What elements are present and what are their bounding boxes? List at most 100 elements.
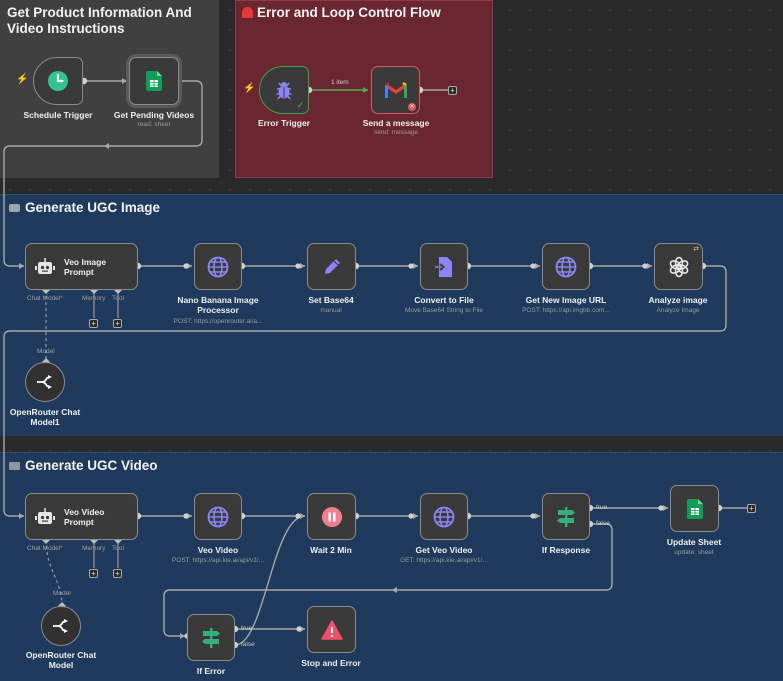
node-openrouter-model[interactable] (41, 606, 81, 646)
node-get-veo-video[interactable] (420, 493, 468, 540)
node-get-pending-videos[interactable] (129, 57, 179, 105)
branch-false-label: false (241, 641, 255, 648)
node-convert-to-file[interactable] (420, 243, 468, 290)
node-veo-video-sub: POST: https://api.kie.ai/api/v1/... (171, 557, 265, 564)
warning-icon (318, 616, 346, 644)
node-nano-banana-sub: POST: https://openrouter.ai/a... (173, 318, 263, 325)
port-model: Model (53, 590, 71, 597)
robot-icon (35, 508, 55, 531)
bug-icon (270, 76, 298, 104)
node-schedule-trigger[interactable] (33, 57, 83, 105)
openrouter-icon (47, 612, 75, 640)
node-analyze-image-label: Analyze image (648, 295, 708, 305)
node-send-message[interactable]: ✕ (371, 66, 420, 114)
add-node-button[interactable]: + (747, 504, 756, 513)
camera-emoji-icon (9, 204, 20, 212)
globe-icon (430, 503, 458, 531)
node-get-image-url-sub: POST: https://api.imgbb.com... (522, 307, 610, 314)
branch-true-label: true (241, 625, 253, 632)
openrouter-icon (31, 368, 59, 396)
node-nano-banana[interactable] (194, 243, 242, 290)
globe-icon (204, 503, 232, 531)
branch-false-label: false (596, 520, 610, 527)
node-get-pending-videos-label: Get Pending Videos (113, 110, 195, 120)
add-memory-button[interactable]: + (89, 569, 98, 578)
node-set-base64-sub: manual (320, 307, 342, 314)
node-veo-video-prompt-label: Veo Video Prompt (64, 507, 105, 527)
node-veo-image-prompt[interactable]: Veo Image Prompt (25, 243, 138, 290)
trigger-bolt-icon: ⚡ (243, 83, 256, 94)
add-tool-button[interactable]: + (113, 569, 122, 578)
gmail-icon (382, 76, 410, 104)
port-memory: Memory (82, 295, 106, 302)
node-send-message-sub: send: message (373, 129, 419, 136)
error-x-icon: ✕ (408, 103, 416, 111)
globe-icon (204, 253, 232, 281)
port-model: Model (37, 348, 55, 355)
node-stop-and-error-label: Stop and Error (301, 658, 361, 668)
pencil-icon (318, 253, 346, 281)
node-wait[interactable] (307, 493, 356, 540)
google-sheets-icon (140, 67, 168, 95)
node-analyze-image[interactable]: ⇄ (654, 243, 703, 290)
add-node-button[interactable]: + (448, 86, 457, 95)
node-convert-to-file-sub: Move Base64 String to File (404, 307, 484, 314)
node-veo-video-label: Veo Video (197, 545, 239, 555)
node-openrouter-model1-label: OpenRouter Chat Model1 (9, 407, 81, 427)
node-update-sheet-label: Update Sheet (666, 537, 722, 547)
film-emoji-icon (9, 462, 20, 470)
node-if-response[interactable] (542, 493, 590, 540)
siren-emoji-icon (242, 7, 253, 18)
trigger-bolt-icon: ⚡ (16, 74, 29, 85)
node-openrouter-model-label: OpenRouter Chat Model (25, 650, 97, 670)
node-nano-banana-label: Nano Banana Image Processor (177, 295, 259, 315)
node-get-image-url[interactable] (542, 243, 590, 290)
node-if-error[interactable] (187, 614, 235, 661)
port-memory: Memory (82, 545, 106, 552)
group-ugc-image-title: Generate UGC Image (9, 200, 160, 216)
node-error-trigger-label: Error Trigger (258, 118, 310, 128)
add-memory-button[interactable]: + (89, 319, 98, 328)
google-sheets-icon (681, 495, 709, 523)
node-if-error-label: If Error (196, 666, 226, 676)
group-ugc-video[interactable] (0, 452, 783, 681)
port-tool: Tool (112, 295, 124, 302)
pause-icon (318, 503, 346, 531)
group-ugc-image[interactable] (0, 194, 783, 436)
group-error-control-title: Error and Loop Control Flow (242, 5, 441, 21)
node-get-veo-video-sub: GET: https://api.kie.ai/api/v1/... (400, 557, 488, 564)
port-chat-model: Chat Model* (27, 295, 63, 302)
success-check-icon: ✓ (296, 100, 304, 110)
node-openrouter-model1[interactable] (25, 362, 65, 402)
node-update-sheet[interactable] (670, 485, 719, 532)
node-get-veo-video-label: Get Veo Video (415, 545, 473, 555)
node-analyze-image-sub: Analyze Image (656, 307, 700, 314)
signpost-icon (552, 503, 580, 531)
robot-icon (35, 258, 55, 281)
node-stop-and-error[interactable] (307, 606, 356, 653)
node-veo-video-prompt[interactable]: Veo Video Prompt (25, 493, 138, 540)
openai-icon (665, 253, 693, 281)
node-veo-image-prompt-label: Veo Image Prompt (64, 257, 107, 277)
port-chat-model: Chat Model* (27, 545, 63, 552)
branch-true-label: true (596, 504, 608, 511)
node-convert-to-file-label: Convert to File (414, 295, 474, 305)
globe-icon (552, 253, 580, 281)
node-wait-label: Wait 2 Min (310, 545, 352, 555)
add-tool-button[interactable]: + (113, 319, 122, 328)
retry-icon: ⇄ (693, 246, 699, 253)
node-set-base64-label: Set Base64 (308, 295, 354, 305)
group-ugc-video-title: Generate UGC Video (9, 458, 158, 474)
node-if-response-label: If Response (541, 545, 591, 555)
clock-icon (44, 67, 72, 95)
group-product-info-title: Get Product Information And Video Instru… (7, 5, 192, 36)
file-arrow-icon (430, 253, 458, 281)
signpost-icon (197, 624, 225, 652)
port-tool: Tool (112, 545, 124, 552)
node-get-pending-videos-sub: read: sheet (137, 121, 171, 128)
node-schedule-trigger-label: Schedule Trigger (23, 110, 93, 120)
node-veo-video[interactable] (194, 493, 242, 540)
node-error-trigger[interactable]: ✓ (259, 66, 309, 114)
edge-label-items: 1 item (331, 79, 349, 86)
node-set-base64[interactable] (307, 243, 356, 290)
